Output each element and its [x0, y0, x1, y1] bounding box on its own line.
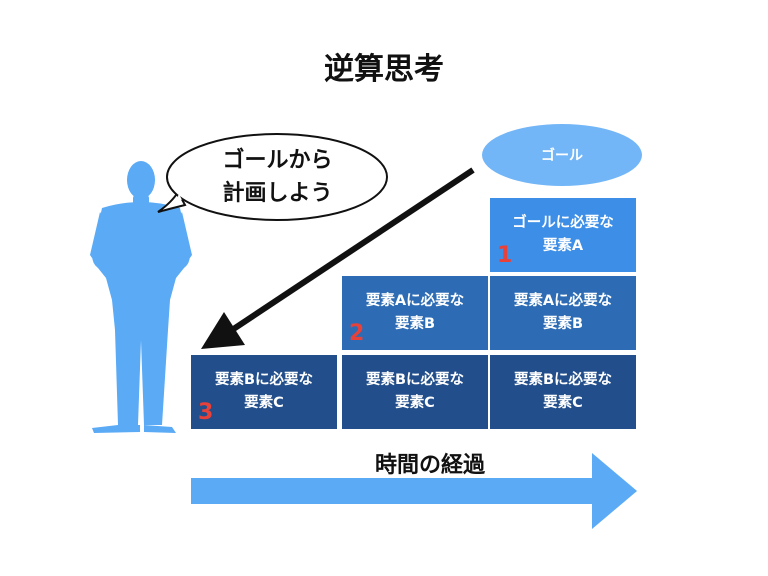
block-b-requirement-c: 要素Bに必要な 要素C — [490, 355, 636, 429]
block-a-requirement-b: 要素Aに必要な 要素B — [342, 276, 488, 350]
block-line: 要素Aに必要な — [513, 293, 613, 309]
block-line: 要素C — [244, 395, 284, 411]
speech-bubble-text: ゴールから 計画しよう — [170, 138, 385, 216]
goal-ellipse — [482, 124, 642, 186]
block-b-requirement-c: 要素Bに必要な 要素C — [191, 355, 337, 429]
speech-line-1: ゴールから — [222, 148, 333, 173]
timeline-arrow — [191, 453, 637, 529]
block-line: 要素C — [543, 395, 583, 411]
block-line: 要素Bに必要な — [513, 372, 613, 388]
step-number-1: 1 — [497, 243, 513, 268]
timeline-label: 時間の経過 — [374, 453, 485, 478]
speech-bubble — [157, 133, 388, 221]
step-number-3: 3 — [198, 400, 214, 425]
block-goal-requirement-a: ゴールに必要な 要素A — [490, 198, 636, 272]
block-line: 要素B — [542, 316, 584, 332]
goal-label: ゴール — [541, 148, 583, 164]
block-line: 要素Aに必要な — [365, 293, 465, 309]
block-line: 要素Bに必要な — [365, 372, 465, 388]
diagram-title: 逆算思考 — [324, 52, 444, 87]
speech-line-2: 計画しよう — [222, 181, 333, 206]
step-number-2: 2 — [349, 321, 365, 346]
block-line: 要素A — [542, 238, 584, 254]
block-line: 要素Bに必要な — [214, 372, 314, 388]
block-b-requirement-c: 要素Bに必要な 要素C — [342, 355, 488, 429]
block-line: 要素C — [395, 395, 435, 411]
person-icon — [90, 161, 192, 433]
backward-arrow — [201, 167, 475, 349]
block-a-requirement-b: 要素Aに必要な 要素B — [490, 276, 636, 350]
block-line: 要素B — [394, 316, 436, 332]
block-line: ゴールに必要な — [512, 215, 614, 231]
